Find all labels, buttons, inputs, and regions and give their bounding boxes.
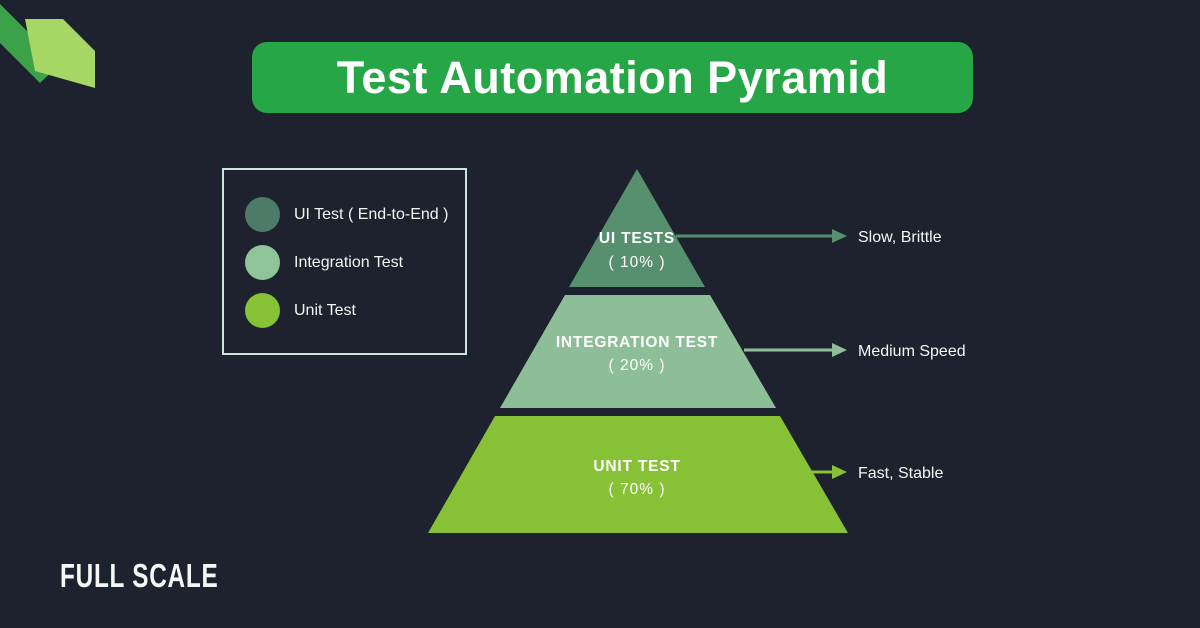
annotation-ui-tests: Slow, Brittle	[858, 229, 942, 246]
pyramid-ui-tests-shape	[569, 169, 705, 287]
pyramid-level-integration: INTEGRATION TEST ( 20% ) Medium Speed	[500, 295, 966, 408]
integration-swatch-icon	[245, 245, 280, 280]
legend-item-unit: Unit Test	[245, 293, 465, 328]
full-scale-logo: FULL SCALE	[60, 557, 219, 595]
annotation-integration: Medium Speed	[858, 343, 966, 360]
legend-label-ui-test: UI Test ( End-to-End )	[294, 205, 449, 223]
pyramid-level-ui-tests: UI TESTS ( 10% ) Slow, Brittle	[569, 169, 942, 287]
corner-ribbon	[0, 4, 95, 88]
pyramid-unit-label: UNIT TEST	[593, 458, 680, 475]
corner-ribbon-light-band	[25, 19, 95, 88]
ui-test-swatch-icon	[245, 197, 280, 232]
legend-item-ui-test: UI Test ( End-to-End )	[245, 197, 465, 232]
legend-item-integration: Integration Test	[245, 245, 465, 280]
legend-label-integration: Integration Test	[294, 253, 404, 271]
pyramid-integration-label: INTEGRATION TEST	[556, 334, 718, 351]
pyramid-integration-shape	[500, 295, 776, 408]
pyramid-ui-tests-percent: ( 10% )	[609, 254, 666, 271]
arrow-head-icon	[832, 465, 847, 479]
legend-box: UI Test ( End-to-End ) Integration Test …	[222, 168, 467, 355]
title-banner: Test Automation Pyramid	[252, 42, 973, 113]
annotation-unit: Fast, Stable	[858, 465, 943, 482]
page-title: Test Automation Pyramid	[336, 51, 889, 103]
pyramid-integration-percent: ( 20% )	[609, 357, 666, 374]
unit-swatch-icon	[245, 293, 280, 328]
arrow-head-icon	[832, 343, 847, 357]
arrow-head-icon	[832, 229, 847, 243]
pyramid-unit-percent: ( 70% )	[609, 481, 666, 498]
pyramid-ui-tests-label: UI TESTS	[599, 230, 675, 247]
pyramid-unit-shape	[428, 416, 848, 533]
pyramid-level-unit: UNIT TEST ( 70% ) Fast, Stable	[428, 416, 943, 533]
legend-label-unit: Unit Test	[294, 301, 356, 319]
